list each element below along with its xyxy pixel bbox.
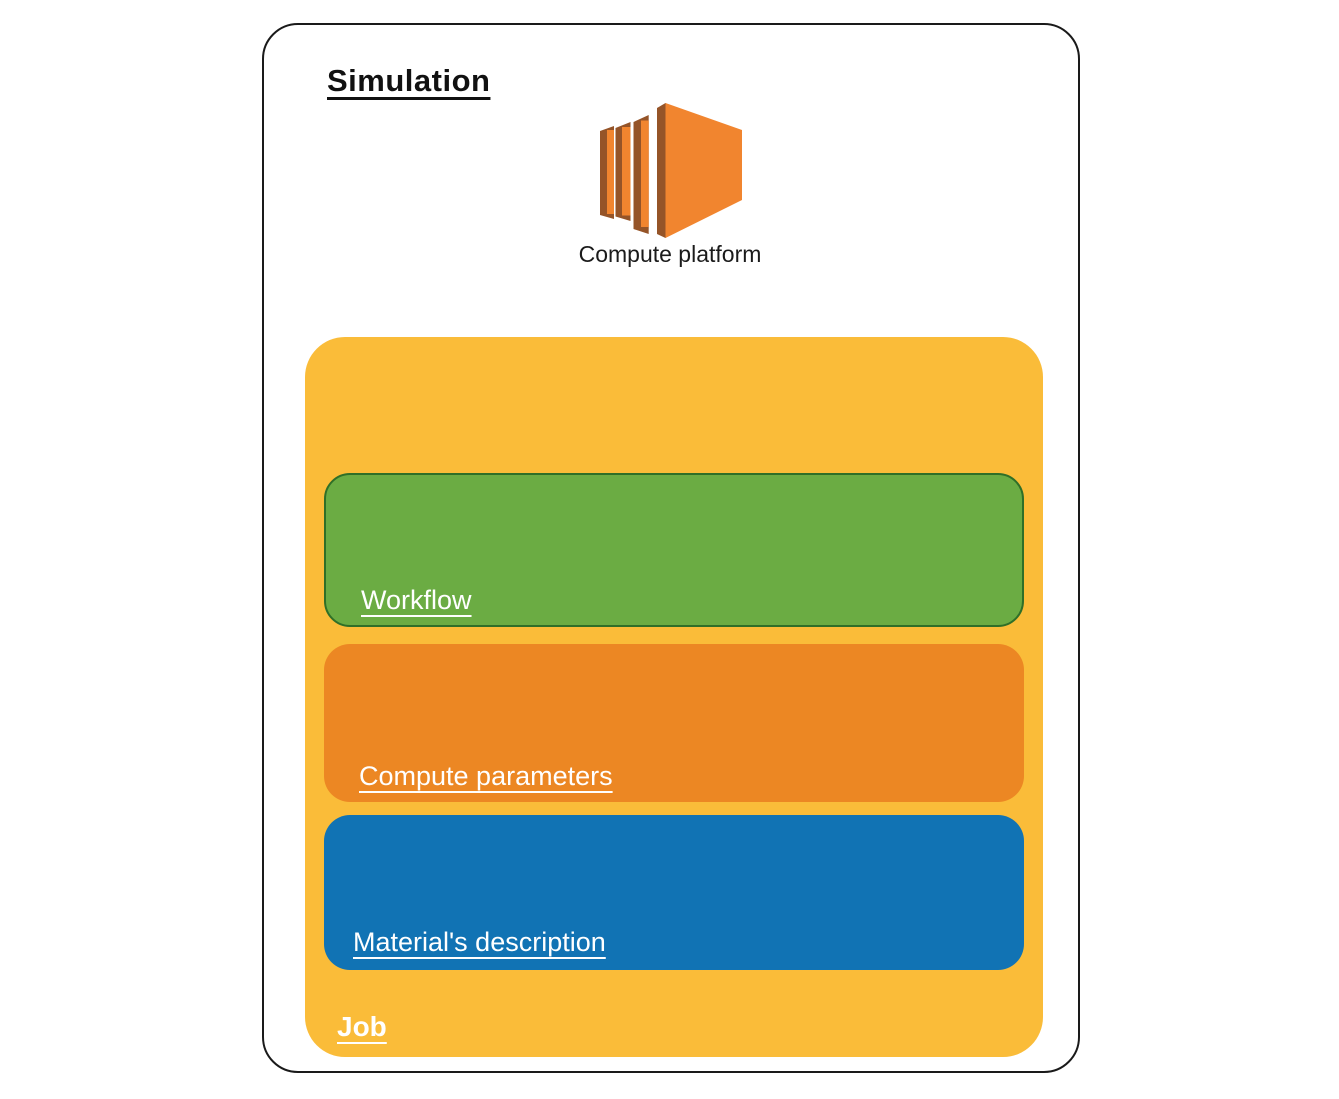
simulation-container: Simulation Compute platform Workflow Com… [262,23,1080,1073]
compute-parameters-label: Compute parameters [359,761,613,791]
workflow-label: Workflow [361,585,472,615]
compute-platform-label: Compute platform [578,241,762,267]
materials-description-box: Material's description [324,815,1024,970]
job-container: Workflow Compute parameters Material's d… [305,337,1043,1057]
compute-platform-icon [600,103,742,238]
compute-parameters-box: Compute parameters [324,644,1024,802]
workflow-box: Workflow [324,473,1024,627]
simulation-title: Simulation [327,63,491,98]
job-label: Job [337,1011,387,1042]
materials-description-label: Material's description [353,927,606,957]
